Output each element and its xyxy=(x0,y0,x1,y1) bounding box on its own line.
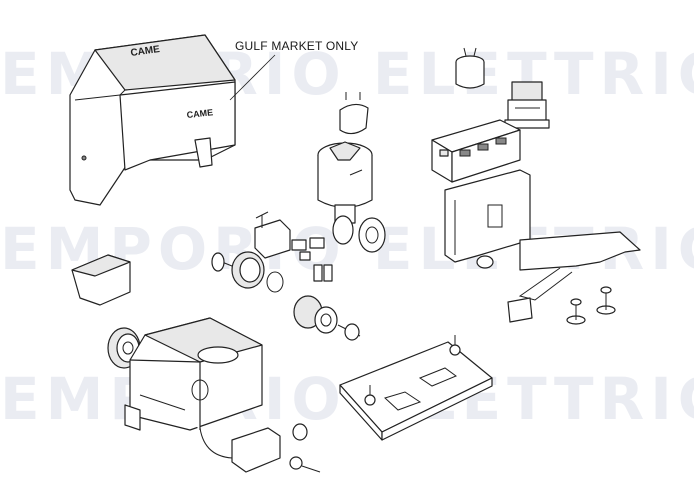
cover-brand-side: CAME xyxy=(186,107,213,120)
connector-parts xyxy=(291,237,333,282)
control-board xyxy=(431,119,521,183)
plug xyxy=(339,92,369,135)
cable-cover xyxy=(71,254,131,306)
transformer xyxy=(504,81,550,129)
limit-switch-brackets xyxy=(507,231,641,323)
encoder-block xyxy=(254,211,291,259)
capacitor xyxy=(455,47,485,89)
output-gear xyxy=(293,295,361,341)
fixing-bolts xyxy=(566,286,616,325)
cover-brand-top: CAME xyxy=(130,44,161,59)
motor-cover: CAME CAME xyxy=(69,34,236,206)
release-lock-assembly xyxy=(199,423,321,473)
board-mounting-plate xyxy=(444,169,531,269)
foundation-plate xyxy=(339,335,493,441)
gulf-market-annotation: GULF MARKET ONLY xyxy=(235,39,359,53)
annotation-leader-line xyxy=(229,54,276,101)
gearbox-housing xyxy=(124,317,263,431)
gear-shaft-assembly xyxy=(211,251,284,293)
pulley-set xyxy=(332,215,386,253)
motor xyxy=(317,141,373,224)
